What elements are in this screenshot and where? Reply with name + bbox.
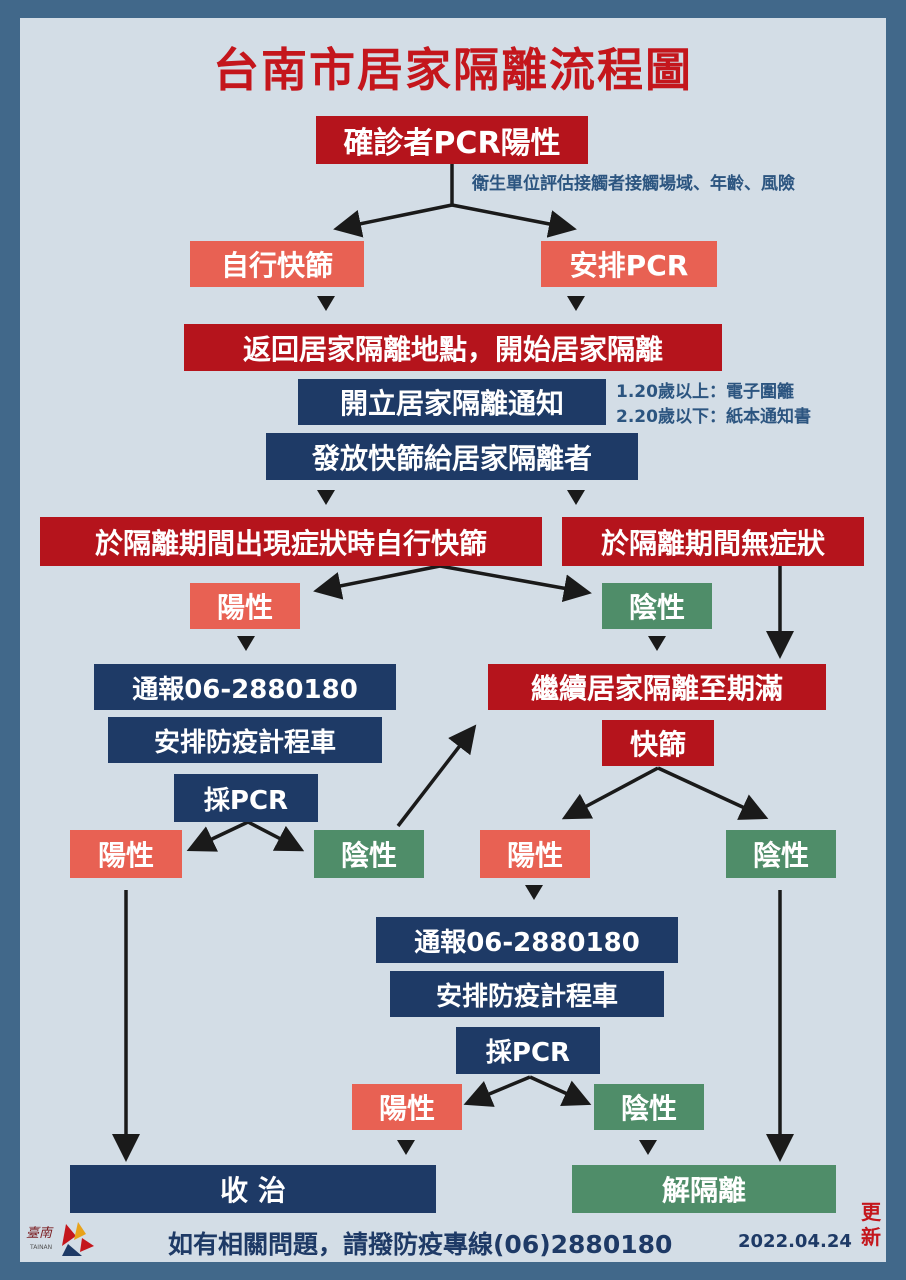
node-left-positive: 陽性: [190, 583, 300, 629]
node-mid-pcr-positive: 陽性: [352, 1084, 462, 1130]
node-release-isolation: 解隔離: [572, 1165, 836, 1213]
node-arrange-pcr: 安排PCR: [541, 241, 717, 287]
node-left-pcr: 採PCR: [174, 774, 318, 822]
page-title: 台南市居家隔離流程圖: [213, 43, 693, 97]
node-return-home-isolation: 返回居家隔離地點，開始居家隔離: [184, 324, 722, 371]
node-distribute-rapid-tests: 發放快篩給居家隔離者: [266, 433, 638, 480]
diagram-canvas: [20, 18, 886, 1262]
node-issue-notice: 開立居家隔離通知: [298, 379, 606, 425]
node-mid-pcr-negative: 陰性: [594, 1084, 704, 1130]
logo-subtext: TAINAN: [30, 1244, 53, 1251]
node-mid-report-hotline: 通報06-2880180: [376, 917, 678, 963]
note-notice-rule-2: 2.20歲以下：紙本通知書: [616, 407, 811, 427]
node-left-pcr-negative: 陰性: [314, 830, 424, 878]
node-final-negative: 陰性: [726, 830, 836, 878]
update-label: 更新: [861, 1200, 881, 1249]
node-left-negative: 陰性: [602, 583, 712, 629]
node-no-symptoms: 於隔離期間無症狀: [562, 517, 864, 566]
node-mid-pcr: 採PCR: [456, 1027, 600, 1074]
node-self-rapid-test: 自行快篩: [190, 241, 364, 287]
node-continue-isolation: 繼續居家隔離至期滿: [488, 664, 826, 710]
footer-hotline: 如有相關問題，請撥防疫專線(06)2880180: [168, 1230, 673, 1259]
node-left-arrange-taxi: 安排防疫計程車: [108, 717, 382, 763]
update-date: 2022.04.24: [738, 1231, 852, 1252]
node-admit: 收 治: [70, 1165, 436, 1213]
logo-text: 臺南: [26, 1226, 53, 1241]
node-left-pcr-positive: 陽性: [70, 830, 182, 878]
node-mid-arrange-taxi: 安排防疫計程車: [390, 971, 664, 1017]
node-final-positive: 陽性: [480, 830, 590, 878]
node-confirmed-pcr-positive: 確診者PCR陽性: [316, 116, 588, 164]
note-assessment: 衛生單位評估接觸者接觸場域、年齡、風險: [472, 174, 795, 194]
node-final-rapid-test: 快篩: [602, 720, 714, 766]
tainan-logo-icon: [62, 1222, 94, 1256]
note-notice-rule-1: 1.20歲以上：電子圍籬: [616, 382, 794, 402]
node-left-report-hotline: 通報06-2880180: [94, 664, 396, 710]
node-symptoms-self-test: 於隔離期間出現症狀時自行快篩: [40, 517, 542, 566]
